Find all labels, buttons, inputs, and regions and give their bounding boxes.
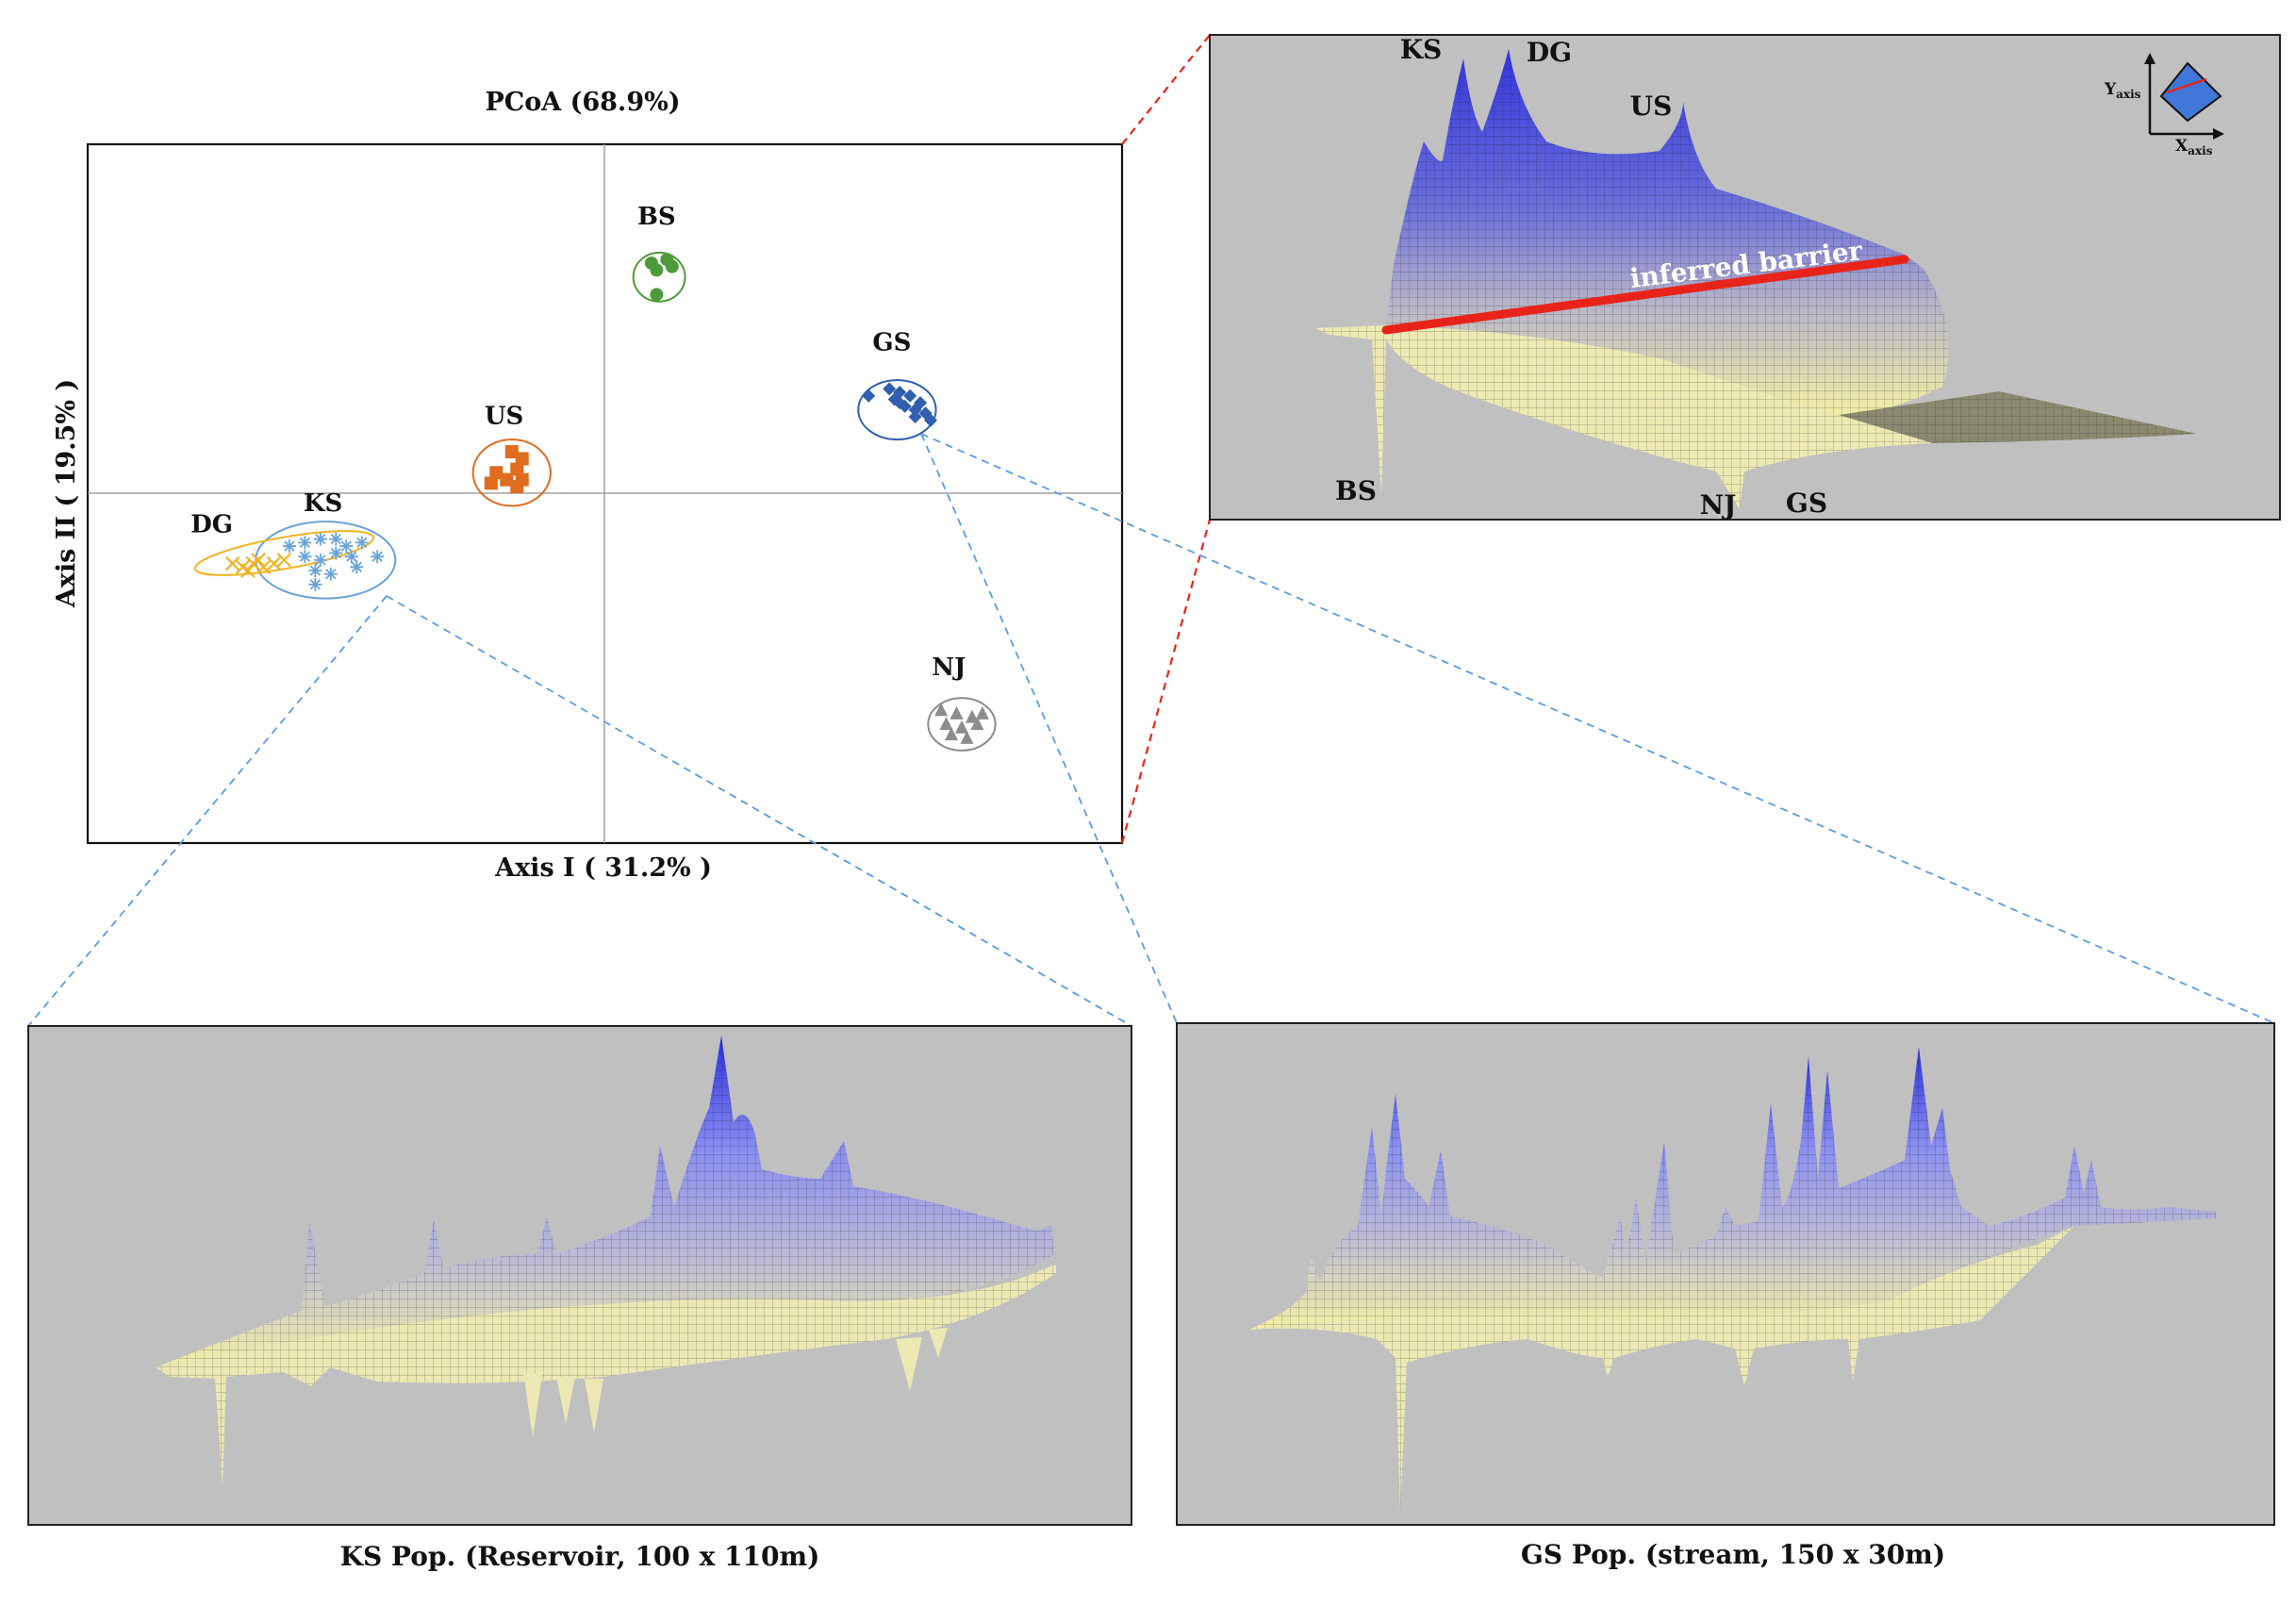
point-nj xyxy=(934,703,949,717)
point-nj xyxy=(950,705,964,720)
point-ks xyxy=(308,564,322,578)
point-bs xyxy=(650,288,664,302)
point-ks xyxy=(298,536,312,550)
point-nj xyxy=(939,717,953,731)
inset-y-sub: axis xyxy=(2116,88,2140,101)
zoom-line-ks-right xyxy=(386,595,1132,1027)
pcoa-title: PCoA (68.9%) xyxy=(485,88,680,117)
inferred-barrier-line xyxy=(1381,255,1909,335)
point-nj xyxy=(970,717,984,731)
inset-x-label: Xaxis xyxy=(2175,137,2213,157)
point-dg xyxy=(251,553,266,568)
point-bs xyxy=(650,263,664,277)
point-us xyxy=(489,466,504,480)
point-gs xyxy=(883,382,897,396)
point-nj xyxy=(944,727,958,741)
peak-label-us: US xyxy=(1630,91,1673,122)
pcoa-plot: BS GS US KS DG NJ PCoA (68.9%) Axis I ( 31.2%… xyxy=(52,88,1124,883)
ellipse-bs xyxy=(632,251,686,303)
point-ks xyxy=(282,539,296,554)
valley-label-nj: NJ xyxy=(1700,489,1737,521)
ks-surface-panel: KS Pop. (Reservoir, 100 x 110m) xyxy=(27,1025,1132,1572)
point-gs xyxy=(903,389,917,403)
point-gs xyxy=(908,409,922,423)
point-ks xyxy=(344,550,358,564)
zoom-connectors xyxy=(27,34,2275,1027)
point-us xyxy=(515,472,529,487)
point-dg xyxy=(266,555,282,571)
point-ks xyxy=(329,546,343,560)
ks-surface-valleys xyxy=(523,1328,948,1438)
zoom-line-gs-right xyxy=(920,433,2275,1024)
point-nj xyxy=(960,730,974,744)
point-bs xyxy=(665,259,679,273)
point-nj xyxy=(975,705,989,720)
valley-label-bs: BS xyxy=(1335,475,1377,506)
orientation-inset: Yaxis Xaxis xyxy=(2104,53,2224,157)
group-label-dg: DG xyxy=(190,510,233,538)
point-dg xyxy=(224,555,240,571)
x-axis-label: Axis I ( 31.2% ) xyxy=(494,853,712,883)
gs-caption: GS Pop. (stream, 150 x 30m) xyxy=(1521,1539,1945,1570)
point-dg xyxy=(276,553,292,568)
point-ks xyxy=(355,536,369,550)
pcoa-ellipses xyxy=(193,251,997,752)
point-gs xyxy=(893,396,907,410)
inset-x-arrowhead xyxy=(2213,128,2224,140)
zoom-line-gs-left xyxy=(920,433,1178,1024)
peak-label-ks: KS xyxy=(1400,34,1443,65)
point-us xyxy=(510,462,524,476)
point-gs xyxy=(862,389,876,403)
point-us xyxy=(484,476,498,490)
peak-label-dg: DG xyxy=(1527,37,1572,68)
group-label-bs: BS xyxy=(637,203,676,231)
pcoa-group-labels: BS GS US KS DG NJ xyxy=(190,203,966,682)
group-label-nj: NJ xyxy=(932,654,966,682)
y-axis-label: Axis II ( 19.5% ) xyxy=(52,379,81,608)
pcoa-points xyxy=(224,253,989,744)
ellipse-us xyxy=(471,438,552,507)
point-nj xyxy=(954,720,968,734)
group-label-us: US xyxy=(485,402,523,430)
point-gs xyxy=(924,413,938,427)
point-ks xyxy=(339,539,354,554)
point-gs xyxy=(914,396,928,410)
zoom-line-ks-left xyxy=(27,595,388,1027)
group-label-ks: KS xyxy=(304,489,342,518)
inset-y-letter: Y xyxy=(2104,80,2117,99)
point-ks xyxy=(329,532,343,546)
point-ks xyxy=(313,532,327,546)
inset-x-sub: axis xyxy=(2188,144,2212,157)
inset-diamond xyxy=(2159,61,2222,123)
point-ks xyxy=(371,550,385,564)
gs-surface-mesh xyxy=(1249,1047,2216,1514)
barrier-surface-panel: inferred barrier KS DG US BS NJ GS Yaxis… xyxy=(1209,34,2281,521)
ellipse-gs xyxy=(857,379,937,441)
ellipse-nj xyxy=(927,697,997,752)
ks-caption: KS Pop. (Reservoir, 100 x 110m) xyxy=(340,1541,820,1572)
point-ks xyxy=(350,560,364,574)
ks-surface-mesh xyxy=(156,1035,1056,1488)
zoom-line-red-bottom xyxy=(1120,519,1212,844)
point-ks xyxy=(323,567,338,581)
ellipse-dg xyxy=(193,530,375,576)
inset-y-label: Yaxis xyxy=(2104,80,2141,101)
point-us xyxy=(515,452,529,466)
zoom-line-red-top xyxy=(1121,34,1211,145)
point-dg xyxy=(256,559,272,575)
point-us xyxy=(504,445,519,459)
point-nj xyxy=(965,709,979,723)
inset-y-arrowhead xyxy=(2144,53,2156,64)
point-ks xyxy=(298,550,312,564)
point-ks xyxy=(308,577,322,591)
group-label-gs: GS xyxy=(872,329,911,357)
point-us xyxy=(500,472,514,487)
valley-label-gs: GS xyxy=(1786,488,1827,519)
inset-x-letter: X xyxy=(2175,137,2189,156)
point-ks xyxy=(313,553,327,567)
barrier-surface-edge xyxy=(1839,391,2197,443)
gs-surface-panel: GS Pop. (stream, 150 x 30m) xyxy=(1176,1022,2275,1570)
inset-barrier-mark xyxy=(2166,77,2207,94)
